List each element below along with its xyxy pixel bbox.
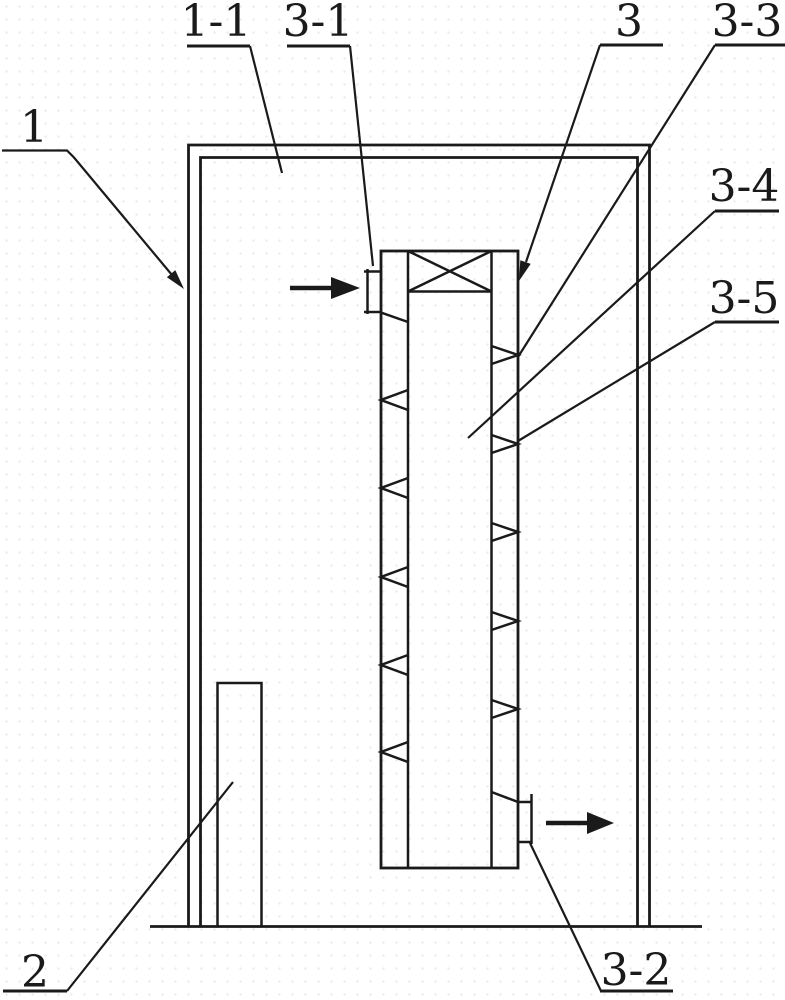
column-outer-shell	[379, 249, 520, 870]
label-1: 1	[20, 102, 48, 153]
label-3-4: 3-4	[709, 161, 780, 212]
outlet-nozzle	[518, 794, 533, 844]
baffle-chevron	[377, 565, 409, 589]
baffle-chevron	[377, 740, 409, 764]
flow-arrows	[290, 277, 614, 834]
baffle-chevron	[491, 610, 522, 632]
leader-3-3	[517, 44, 716, 358]
housing-outer-wall	[187, 143, 651, 926]
leader-1-1	[248, 45, 284, 174]
leader-3-1	[348, 45, 375, 267]
baffle-chevron	[491, 698, 522, 720]
leader-1-arrowhead	[166, 270, 184, 289]
inlet-guide-vane	[380, 311, 409, 324]
cross-box-diagonal-2	[407, 249, 493, 293]
outflow-arrow-head	[587, 812, 614, 834]
housing-inner-wall	[199, 156, 639, 926]
leader-2	[66, 781, 234, 992]
block-outline	[216, 681, 263, 926]
baffle-chevron	[377, 653, 409, 677]
inflow-arrow-head	[331, 277, 360, 299]
baffle-chevron	[377, 476, 409, 500]
column	[377, 249, 522, 870]
baffle-chevron	[491, 433, 522, 455]
leader-3-arrowhead	[519, 260, 531, 281]
outlet-guide-vane	[491, 790, 519, 804]
leader-3-5	[517, 321, 716, 442]
label-3-3: 3-3	[712, 0, 783, 47]
outer-housing	[150, 143, 702, 928]
right-channel-baffles	[491, 344, 522, 804]
baffle-chevron	[377, 388, 409, 412]
label-3-5: 3-5	[709, 273, 780, 324]
labels: 1 1-1 3-1 3 3-3 3-4 3-5 2 3-2	[20, 0, 782, 998]
leader-3	[524, 44, 602, 263]
leader-3-4	[467, 210, 716, 439]
baffle-chevron	[491, 344, 522, 366]
label-3: 3	[615, 0, 643, 47]
inlet-nozzle	[364, 269, 381, 314]
bottom-left-block	[216, 681, 263, 926]
label-1-1: 1-1	[181, 0, 252, 47]
label-3-1: 3-1	[283, 0, 354, 47]
label-2: 2	[21, 947, 49, 998]
label-3-2: 3-2	[601, 945, 672, 996]
leader-3-2	[529, 842, 602, 992]
top-cross-box	[407, 249, 493, 293]
left-channel-baffles	[377, 311, 409, 764]
baffle-chevron	[491, 521, 522, 543]
leader-1	[2, 149, 178, 282]
leader-lines	[2, 43, 785, 993]
